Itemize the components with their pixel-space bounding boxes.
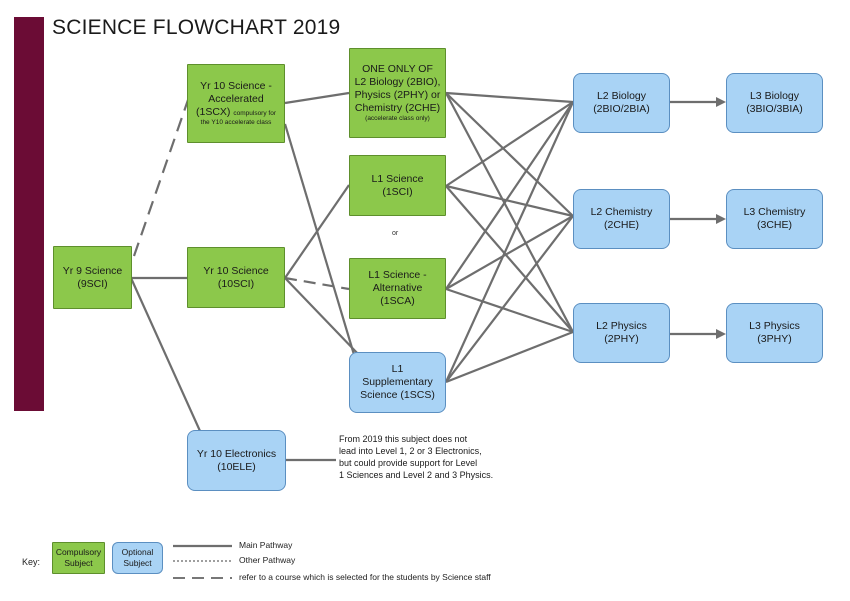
node-yr9-science: Yr 9 Science (9SCI) [53,246,132,309]
node-label: L2 Biology [596,90,647,102]
electronics-note: From 2019 this subject does not lead int… [339,433,509,481]
node-l1-supplementary-science: L1 Supplementary Science (1SCS) [349,352,446,413]
key-optional-box: Optional Subject [112,542,163,574]
arrowhead-che [716,214,726,224]
line-l1scs-l2che [445,215,574,383]
node-yr10-science-accelerated: Yr 10 Science - Accelerated (1SCX) compu… [187,64,285,143]
node-one-only-of: ONE ONLY OF L2 Biology (2BIO), Physics (… [349,48,446,138]
line-yr9-ele [129,277,202,432]
node-code: (9SCI) [77,277,108,290]
node-label: L2 Physics [596,320,647,332]
line-l1scs-l2phy [445,330,574,384]
node-label: Science (1SCS) [360,389,435,401]
arrowhead-phy [716,329,726,339]
node-code: (3BIO/3BIA) [746,103,803,115]
line-oneonly-l2bio [445,91,574,104]
node-l2-chemistry: L2 Chemistry (2CHE) [573,189,670,249]
line-yr9-scx [132,96,191,257]
line-sci10-l1scs [284,277,361,357]
node-label: Physics (2PHY) or [354,89,441,101]
node-code: (2PHY) [604,333,639,345]
line-l1sca-l2phy [445,287,574,334]
line-l1sci-l2phy [445,185,574,333]
line-sci10-l1sca [284,276,350,291]
node-l1-science: L1 Science (1SCI) [349,155,446,216]
line-l1sci-l2bio [445,101,574,187]
key-optional-l1: Optional [121,547,154,557]
node-label: L1 Science - [368,269,427,281]
key-optional-l2: Subject [123,558,152,568]
node-code: (10SCI) [217,277,255,290]
node-label: L1 [391,363,404,375]
legend-other-pathway: Other Pathway [239,555,296,565]
node-label: L3 Physics [749,320,800,332]
line-scx-oneonly [284,91,350,105]
key-label: Key: [22,557,41,567]
line-scx-l1scs [283,123,357,359]
legend-main-pathway: Main Pathway [239,540,293,550]
node-code: (1SCI) [382,185,413,198]
node-note: compulsory for [233,110,276,117]
node-label: L2 Chemistry [590,206,653,218]
line-l1sca-l2che [445,215,574,290]
line-oneonly-l2che [445,92,574,217]
node-label: Supplementary [362,376,433,388]
node-code: (1SCX) [196,106,231,118]
node-l2-physics: L2 Physics (2PHY) [573,303,670,363]
note-line: but could provide support for Level [339,458,478,468]
node-label: L2 Biology (2BIO), [354,76,441,88]
line-l1sci-l2che [445,184,574,218]
node-l1-science-alternative: L1 Science - Alternative (1SCA) [349,258,446,319]
node-label: Yr 10 Science - [200,80,272,92]
node-l3-physics: L3 Physics (3PHY) [726,303,823,363]
node-label: L3 Biology [749,90,800,102]
node-code: (2BIO/2BIA) [593,103,650,115]
node-label: Alternative [372,282,423,294]
line-oneonly-l2phy [445,92,574,333]
note-line: 1 Sciences and Level 2 and 3 Physics. [339,470,494,480]
line-sci10-l1sci [284,184,350,279]
line-l1sca-l2bio [445,101,574,290]
node-label: Yr 9 Science [62,264,123,277]
line-l1scs-l2bio [444,101,575,383]
node-yr10-science: Yr 10 Science (10SCI) [187,247,285,308]
legend-selected-course: refer to a course which is selected for … [239,572,491,582]
node-label: ONE ONLY OF [362,63,433,75]
node-code-row: (1SCX) compulsory for [196,106,276,119]
note-line: From 2019 this subject does not [339,434,468,444]
node-note: the Y10 accelerate class [200,119,272,126]
node-code: (10ELE) [217,460,256,473]
sidebar-bar [14,17,44,411]
or-label: or [392,230,399,237]
node-code: (3CHE) [756,219,792,231]
node-l3-chemistry: L3 Chemistry (3CHE) [726,189,823,249]
node-code: (3PHY) [757,333,792,345]
arrowhead-bio [716,97,726,107]
node-l2-biology: L2 Biology (2BIO/2BIA) [573,73,670,133]
node-code: (1SCA) [380,295,415,307]
node-label: L1 Science [371,172,424,185]
note-line: lead into Level 1, 2 or 3 Electronics, [339,446,482,456]
node-label: Accelerated [208,93,264,105]
key-compulsory-l2: Subject [64,558,93,568]
node-l3-biology: L3 Biology (3BIO/3BIA) [726,73,823,133]
node-label: Yr 10 Electronics [196,447,277,460]
node-code: (2CHE) [603,219,639,231]
key-compulsory-box: Compulsory Subject [52,542,105,574]
page-title: SCIENCE FLOWCHART 2019 [52,16,341,39]
node-label: Yr 10 Science [203,264,269,277]
key-compulsory-l1: Compulsory [55,547,102,557]
node-note: (accelerate class only) [365,115,430,122]
node-yr10-electronics: Yr 10 Electronics (10ELE) [187,430,286,491]
node-label: L3 Chemistry [743,206,806,218]
node-label: Chemistry (2CHE) [354,102,441,114]
